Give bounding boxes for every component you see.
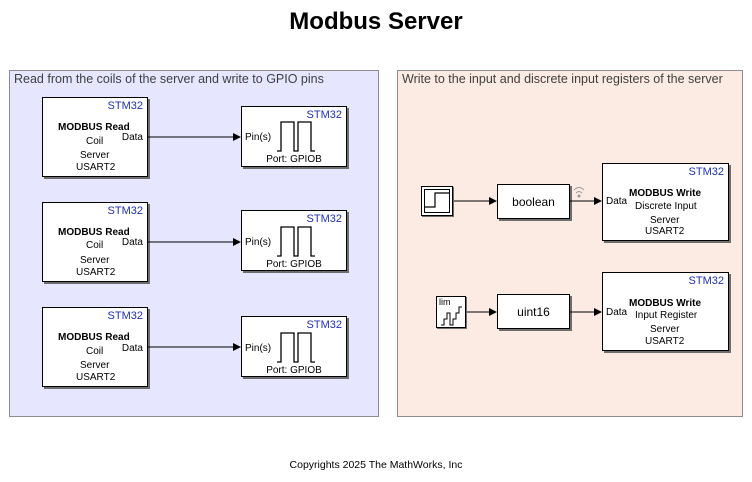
model-title: Modbus Server: [289, 8, 463, 35]
target-tag: STM32: [688, 166, 724, 178]
convert-label: uint16: [517, 305, 550, 319]
block-port: USART2: [76, 162, 116, 173]
right-area[interactable]: Write to the input and discrete input re…: [397, 70, 743, 417]
block-name: MODBUS Write: [629, 188, 702, 199]
modbus-write-block-input-register[interactable]: STM32 Data MODBUS Write Input Register S…: [602, 272, 729, 351]
copyright-footer: Copyrights 2025 The MathWorks, Inc: [289, 459, 463, 471]
modbus-read-block-1[interactable]: STM32 MODBUS Read Coil Data Server USART…: [42, 97, 148, 177]
target-tag: STM32: [107, 100, 143, 112]
input-port-label: Pin(s): [245, 343, 272, 354]
input-port-label: Pin(s): [245, 132, 272, 143]
block-mode: Server: [80, 360, 110, 371]
port-label: Port: GPIOB: [266, 365, 322, 376]
right-area-label: Write to the input and discrete input re…: [402, 72, 723, 86]
block-port: USART2: [645, 226, 685, 237]
gpio-write-block-3[interactable]: STM32 Pin(s) Port: GPIOB: [241, 316, 347, 377]
gpio-write-block-1[interactable]: STM32 Pin(s) Port: GPIOB: [241, 106, 347, 167]
block-mode: Server: [80, 150, 110, 161]
gpio-write-block-2[interactable]: STM32 Pin(s) Port: GPIOB: [241, 210, 347, 271]
modbus-read-block-3[interactable]: STM32 MODBUS Read Coil Data Server USART…: [42, 307, 148, 387]
block-type: Input Register: [635, 310, 698, 321]
block-mode: Server: [650, 324, 680, 335]
limited-counter-text: lim: [439, 297, 451, 307]
block-name: MODBUS Read: [58, 332, 130, 343]
input-port-label: Data: [606, 196, 628, 207]
target-tag: STM32: [306, 319, 342, 331]
block-name: MODBUS Read: [58, 122, 130, 133]
modbus-read-block-2[interactable]: STM32 MODBUS Read Coil Data Server USART…: [42, 202, 148, 282]
signal-broadcast-icon: [573, 187, 585, 198]
convert-block-boolean[interactable]: boolean: [497, 184, 570, 219]
convert-label: boolean: [512, 195, 555, 209]
block-mode: Server: [80, 255, 110, 266]
block-type: Discrete Input: [635, 201, 697, 212]
target-tag: STM32: [306, 109, 342, 121]
target-tag: STM32: [688, 275, 724, 287]
step-source-icon: [424, 189, 450, 213]
block-type: Coil: [86, 346, 104, 357]
input-port-label: Pin(s): [245, 237, 272, 248]
convert-block-uint16[interactable]: uint16: [497, 294, 570, 329]
target-tag: STM32: [107, 205, 143, 217]
block-name: MODBUS Read: [58, 227, 130, 238]
output-port-label: Data: [121, 343, 143, 354]
port-label: Port: GPIOB: [266, 259, 322, 270]
pulse-icon: [277, 332, 315, 363]
left-area-label: Read from the coils of the server and wr…: [14, 72, 324, 86]
step-source-block[interactable]: [421, 186, 453, 216]
limited-counter-icon: [441, 306, 462, 326]
block-type: Coil: [86, 136, 104, 147]
block-mode: Server: [650, 215, 680, 226]
block-port: USART2: [76, 267, 116, 278]
block-type: Coil: [86, 240, 104, 251]
pulse-icon: [277, 121, 315, 152]
block-port: USART2: [76, 372, 116, 383]
block-name: MODBUS Write: [629, 298, 702, 309]
input-port-label: Data: [606, 307, 628, 318]
output-port-label: Data: [121, 132, 143, 143]
pulse-icon: [277, 226, 315, 257]
modbus-write-block-discrete[interactable]: STM32 Data MODBUS Write Discrete Input S…: [602, 163, 729, 241]
block-port: USART2: [645, 336, 685, 347]
target-tag: STM32: [107, 310, 143, 322]
limited-counter-block[interactable]: lim: [436, 296, 466, 328]
output-port-label: Data: [121, 237, 143, 248]
port-label: Port: GPIOB: [266, 154, 322, 165]
target-tag: STM32: [306, 213, 342, 225]
